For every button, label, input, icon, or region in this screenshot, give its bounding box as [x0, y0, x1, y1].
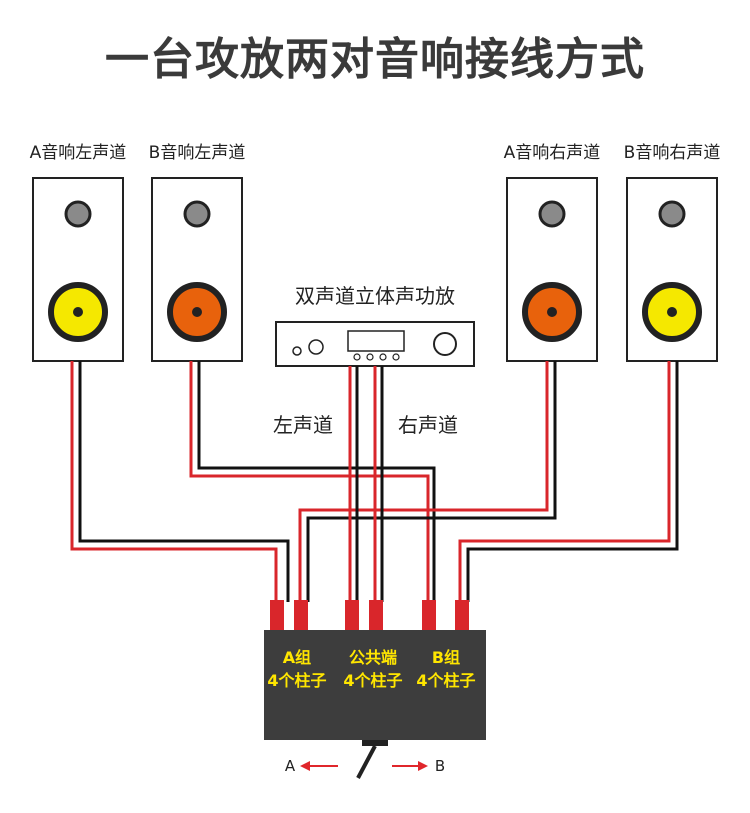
speaker-b-left	[151, 177, 243, 362]
speaker-a-left	[32, 177, 124, 362]
plug-b-2	[455, 600, 469, 630]
button-icon	[366, 353, 374, 361]
plug-b-1	[422, 600, 436, 630]
input-jack-icon	[292, 346, 302, 356]
switch-box-body	[264, 630, 486, 740]
wire-b-right-red	[458, 361, 671, 602]
switch-direction: A B	[285, 757, 445, 775]
wire-a-right-red	[298, 361, 549, 602]
switch-box: A组 4个柱子 公共端 4个柱子 B组 4个柱子	[264, 630, 486, 779]
display-panel	[347, 330, 405, 352]
speaker-b-right-label: B音响右声道	[624, 143, 721, 163]
tweeter-icon	[538, 200, 566, 228]
button-icon	[392, 353, 400, 361]
arrow-left-head-icon	[300, 761, 310, 771]
switch-base	[362, 740, 388, 746]
group-b-pins: 4个柱子	[416, 671, 475, 690]
speaker-b-right	[626, 177, 718, 362]
common-label: 公共端	[349, 648, 397, 667]
right-channel-label: 右声道	[398, 413, 458, 437]
amplifier	[275, 321, 475, 367]
switch-lever-icon[interactable]	[356, 745, 377, 779]
volume-knob-icon	[433, 332, 457, 356]
group-b-label: B组	[432, 648, 460, 667]
speaker-a-right	[506, 177, 598, 362]
tweeter-icon	[183, 200, 211, 228]
plug-a-1	[270, 600, 284, 630]
left-channel-label: 左声道	[273, 413, 333, 437]
woofer-center	[667, 307, 677, 317]
speaker-a-right-label: A音响右声道	[504, 143, 601, 163]
button-icon	[379, 353, 387, 361]
speaker-a-left-label: A音响左声道	[30, 143, 127, 163]
woofer-center	[73, 307, 83, 317]
button-icon	[353, 353, 361, 361]
group-a-pins: 4个柱子	[267, 671, 326, 690]
common-pins: 4个柱子	[343, 671, 402, 690]
plug-a-2	[294, 600, 308, 630]
tweeter-icon	[658, 200, 686, 228]
wire-b-left-black	[197, 361, 436, 602]
plug-common-2	[369, 600, 383, 630]
speaker-b-left-label: B音响左声道	[149, 143, 246, 163]
page-title: 一台攻放两对音响接线方式	[105, 34, 645, 85]
wire-a-right-black	[306, 361, 557, 602]
knob-small-icon	[308, 339, 324, 355]
direction-a-label: A	[285, 757, 296, 775]
wire-b-left-red	[189, 361, 430, 602]
plug-common-1	[345, 600, 359, 630]
tweeter-icon	[64, 200, 92, 228]
woofer-center	[192, 307, 202, 317]
arrow-right-head-icon	[418, 761, 428, 771]
connector-plugs	[270, 600, 469, 630]
woofer-center	[547, 307, 557, 317]
group-a-label: A组	[283, 648, 311, 667]
wires	[70, 361, 679, 602]
direction-b-label: B	[435, 757, 445, 775]
amplifier-label: 双声道立体声功放	[295, 284, 455, 308]
wire-b-right-black	[466, 361, 679, 602]
wire-a-left-black	[78, 361, 290, 602]
wire-a-left-red	[70, 361, 278, 602]
